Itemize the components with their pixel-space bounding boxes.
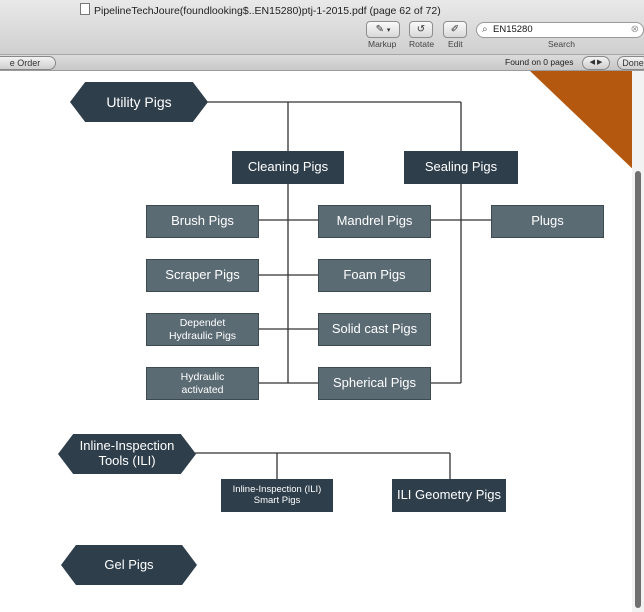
node-plugs: Plugs — [491, 205, 604, 238]
chevron-left-icon[interactable]: ◀ — [589, 59, 596, 66]
markup-label: Markup — [368, 39, 397, 49]
node-dependet-hydraulic-pigs: Dependet Hydraulic Pigs — [146, 313, 259, 346]
node-smart-line2: Smart Pigs — [253, 494, 301, 506]
page-order-button[interactable]: e Order — [0, 56, 56, 70]
rotate-label: Rotate — [409, 39, 435, 49]
node-foam-pigs: Foam Pigs — [318, 259, 431, 292]
node-hydraulic-line2: activated — [181, 383, 224, 396]
chevron-right-icon[interactable]: ▶ — [596, 59, 603, 66]
window-title: PipelineTechJoure(foundlooking$..EN15280… — [80, 3, 441, 17]
node-mandrel-pigs: Mandrel Pigs — [318, 205, 431, 238]
node-cleaning-pigs: Cleaning Pigs — [232, 151, 344, 184]
node-dependet-line1: Dependet — [179, 317, 226, 330]
node-ili-line1: Inline-Inspection — [79, 438, 175, 454]
search-input[interactable]: ⌕ EN15280 ⊗ — [476, 22, 644, 38]
toolbar: PipelineTechJoure(foundlooking$..EN15280… — [0, 0, 644, 55]
node-inline-inspection-tools: Inline-Inspection Tools (ILI) — [58, 434, 196, 474]
find-bar: e Order Found on 0 pages ◀ ▶ Done — [0, 55, 644, 71]
prev-next-control[interactable]: ◀ ▶ — [582, 56, 610, 70]
found-status: Found on 0 pages — [505, 57, 574, 67]
edit-label: Edit — [448, 39, 463, 49]
node-dependet-line2: Hydraulic Pigs — [168, 329, 237, 342]
node-ili-geometry-pigs: ILI Geometry Pigs — [392, 479, 506, 512]
node-brush-pigs: Brush Pigs — [146, 205, 259, 238]
clear-search-icon[interactable]: ⊗ — [630, 24, 639, 35]
node-solid-cast-pigs: Solid cast Pigs — [318, 313, 431, 346]
done-button[interactable]: Done — [617, 56, 644, 70]
node-spherical-pigs: Spherical Pigs — [318, 367, 431, 400]
markup-button[interactable]: ✎ ▾ — [366, 21, 400, 38]
node-smart-line1: Inline-Inspection (ILI) — [232, 483, 322, 495]
search-value: EN15280 — [493, 24, 533, 35]
edit-button[interactable]: ✐ — [443, 21, 467, 38]
window-title-text: PipelineTechJoure(foundlooking$..EN15280… — [94, 5, 441, 17]
node-ili-smart-pigs: Inline-Inspection (ILI) Smart Pigs — [221, 479, 333, 512]
chevron-down-icon: ▾ — [386, 27, 391, 34]
rotate-button[interactable]: ↺ — [409, 21, 433, 38]
node-gel-pigs: Gel Pigs — [61, 545, 197, 585]
pdf-document-icon — [80, 3, 90, 15]
node-ili-line2: Tools (ILI) — [98, 453, 156, 468]
search-icon: ⌕ — [482, 24, 488, 35]
pen-icon: ✎ — [375, 24, 385, 35]
search-label: Search — [548, 39, 575, 49]
node-scraper-pigs: Scraper Pigs — [146, 259, 259, 292]
node-hydraulic-activated: Hydraulic activated — [146, 367, 259, 400]
node-sealing-pigs: Sealing Pigs — [404, 151, 518, 184]
scrollbar-thumb[interactable] — [635, 171, 641, 608]
node-hydraulic-line1: Hydraulic — [180, 371, 225, 384]
scrollbar[interactable] — [632, 71, 644, 612]
edit-icon: ✐ — [450, 24, 460, 35]
rotate-icon: ↺ — [416, 24, 426, 35]
node-utility-pigs: Utility Pigs — [70, 82, 208, 122]
